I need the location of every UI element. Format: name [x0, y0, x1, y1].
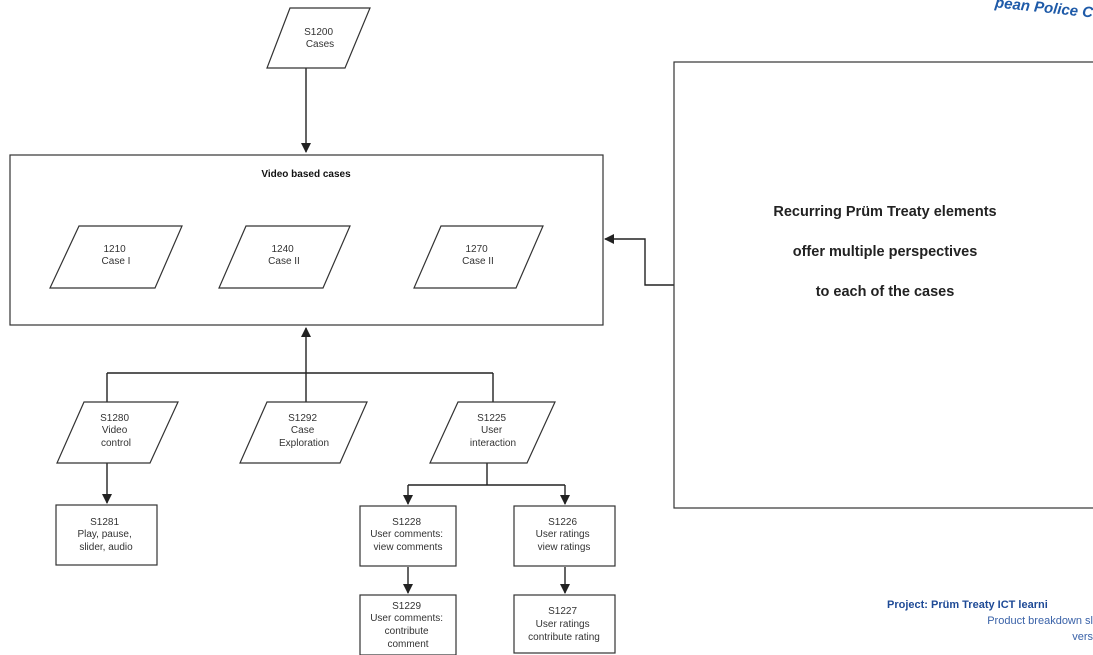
footer-version: vers [1072, 631, 1093, 643]
footer-project-title: Project: Prüm Treaty ICT learni [887, 599, 1048, 611]
footer-subtitle: Product breakdown sl [987, 615, 1093, 627]
node-shape [55, 504, 158, 566]
node-shape [56, 401, 179, 464]
node-label: S1280 Video control [100, 413, 132, 449]
node-s1200-cases: S1200 Cases [266, 7, 371, 69]
node-label: S1226 User ratings view ratings [536, 517, 593, 553]
node-label: 1240 Case II [268, 244, 300, 267]
node-label: 1210 Case I [102, 244, 131, 267]
node-shape [239, 401, 368, 464]
container-title: Video based cases [261, 169, 351, 180]
node-s1281-playback-controls: S1281 Play, pause, slider, audio [55, 504, 158, 566]
node-s1228-view-comments: S1228 User comments: view comments [359, 505, 457, 567]
node-shape [266, 7, 371, 69]
node-label: S1227 User ratings contribute rating [528, 606, 600, 643]
footer-project-info: Project: Prüm Treaty ICT learni Product … [887, 599, 1093, 643]
side-panel-line-2: offer multiple perspectives [793, 244, 978, 260]
node-label: S1228 User comments: view comments [370, 517, 446, 553]
node-shape [218, 225, 351, 289]
organization-logo-text: pean Police C [993, 0, 1093, 22]
node-shape [429, 401, 556, 464]
node-label: S1200 Cases [304, 27, 336, 50]
side-panel-box [673, 61, 1093, 509]
node-label: 1270 Case II [462, 244, 494, 267]
node-label: S1229 User comments: contribute comment [370, 601, 446, 650]
node-label: S1281 Play, pause, slider, audio [77, 517, 134, 553]
node-s1225-user-interaction: S1225 User interaction [429, 401, 556, 464]
side-panel-line-1: Recurring Prüm Treaty elements [773, 204, 996, 220]
node-shape [49, 225, 183, 289]
node-shape [513, 594, 616, 654]
node-s1226-view-ratings: S1226 User ratings view ratings [513, 505, 616, 567]
side-panel-recurring-elements: Recurring Prüm Treaty elements offer mul… [673, 61, 1093, 509]
node-s1292-case-exploration: S1292 Case Exploration [239, 401, 368, 464]
node-s1227-contribute-rating: S1227 User ratings contribute rating [513, 594, 616, 654]
node-s1229-contribute-comment: S1229 User comments: contribute comment [359, 594, 457, 655]
node-shape [513, 505, 616, 567]
side-panel-line-3: to each of the cases [816, 284, 955, 300]
node-1210-case-1: 1210 Case I [49, 225, 183, 289]
node-shape [359, 505, 457, 567]
node-s1280-video-control: S1280 Video control [56, 401, 179, 464]
node-label: S1292 Case Exploration [279, 413, 329, 449]
node-1240-case-2: 1240 Case II [218, 225, 351, 289]
node-1270-case-2: 1270 Case II [413, 225, 544, 289]
node-shape [413, 225, 544, 289]
node-shape [359, 594, 457, 655]
node-label: S1225 User interaction [470, 413, 516, 449]
connector-panel-to-video [604, 234, 674, 286]
